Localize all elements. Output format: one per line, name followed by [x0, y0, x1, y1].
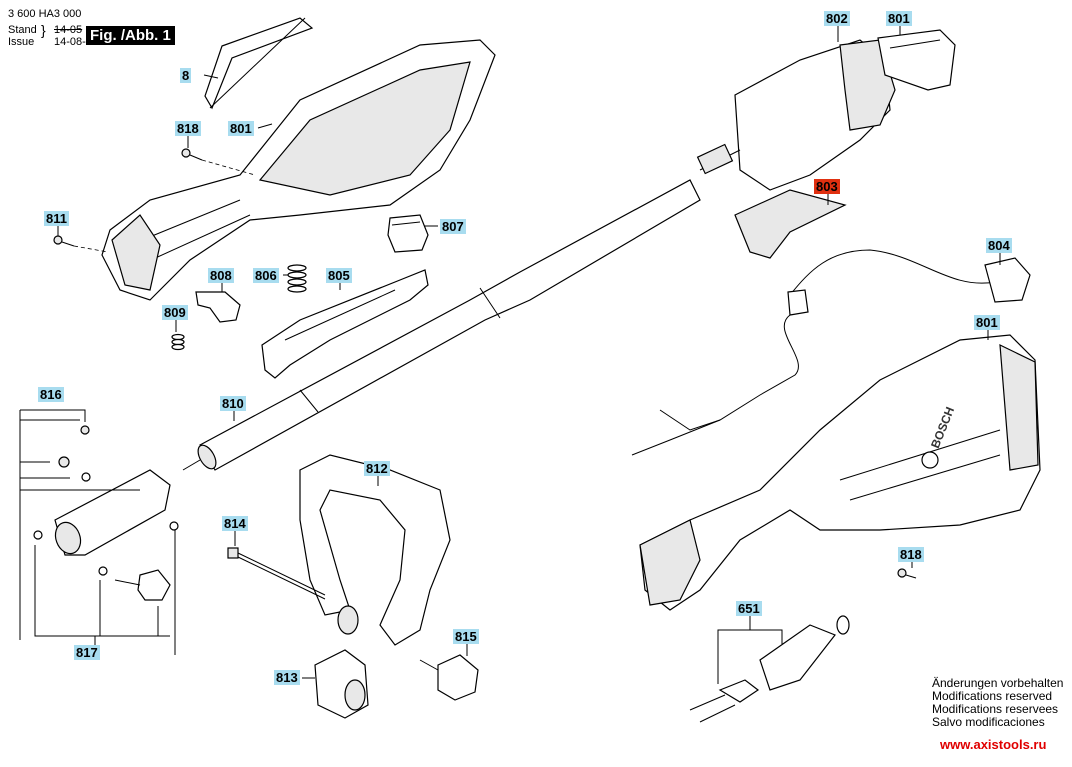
brace: }: [41, 22, 46, 38]
part-813-clamp: [314, 649, 369, 719]
label-810: 810: [220, 396, 246, 411]
note-es: Salvo modificaciones: [932, 715, 1045, 729]
part-807-switch: [387, 214, 429, 253]
part-803-circuit-board: [734, 189, 847, 259]
label-817: 817: [74, 645, 100, 660]
label-651: 651: [736, 601, 762, 616]
note-de: Änderungen vorbehalten: [932, 676, 1064, 690]
part-806-spring: [287, 264, 307, 293]
label-801-housing: 801: [228, 121, 254, 136]
part-814-bolt: [227, 547, 326, 600]
label-809: 809: [162, 305, 188, 320]
issue-label: Issue: [8, 36, 35, 48]
part-810-shaft-tube: [182, 179, 701, 471]
modification-notes: Änderungen vorbehalten Modifications res…: [932, 677, 1063, 729]
part-811-screw: [53, 235, 109, 253]
figure-label: Fig. /Abb. 1: [86, 26, 175, 45]
doc-number: 3 600 HA3 000: [8, 8, 82, 20]
part-801-housing-half-left: [101, 39, 496, 301]
label-807: 807: [440, 219, 466, 234]
label-8: 8: [180, 68, 192, 83]
note-en: Modifications reserved: [932, 689, 1053, 703]
label-818-top: 818: [175, 121, 201, 136]
label-812: 812: [364, 461, 390, 476]
part-808-lock-button: [195, 291, 241, 323]
part-815-knob: [419, 654, 479, 701]
part-809-spring-small: [171, 333, 185, 351]
label-815: 815: [453, 629, 479, 644]
part-816-817-handle-bracket: [19, 409, 179, 655]
stand-label: Stand: [8, 24, 37, 36]
label-803-highlighted: 803: [814, 179, 840, 194]
label-801-fan-cover: 801: [886, 11, 912, 26]
part-818-screw-top: [181, 148, 256, 176]
note-fr: Modifications reservees: [932, 702, 1059, 716]
label-805: 805: [326, 268, 352, 283]
part-805-trigger: [261, 269, 429, 379]
part-801-housing-assembled: [639, 334, 1041, 611]
label-806: 806: [253, 268, 279, 283]
label-811: 811: [44, 211, 69, 226]
website-link[interactable]: www.axistools.ru: [940, 737, 1047, 752]
part-651-strap-buckle: [689, 615, 850, 723]
part-804-power-cord: [631, 249, 1031, 456]
part-818-screw-bottom: [897, 568, 917, 579]
label-816: 816: [38, 387, 64, 402]
label-801-assembled: 801: [974, 315, 1000, 330]
leader-lines: [57, 25, 1001, 679]
label-814: 814: [222, 516, 248, 531]
part-8-window: [204, 17, 314, 110]
label-813: 813: [274, 670, 300, 685]
part-801-fan-cover: [877, 29, 956, 91]
label-818-bottom: 818: [898, 547, 924, 562]
label-808: 808: [208, 268, 234, 283]
part-812-loop-handle: [299, 454, 451, 646]
old-date: 14-05: [54, 24, 83, 36]
label-804: 804: [986, 238, 1012, 253]
part-802-motor: [696, 39, 896, 191]
label-802: 802: [824, 11, 850, 26]
